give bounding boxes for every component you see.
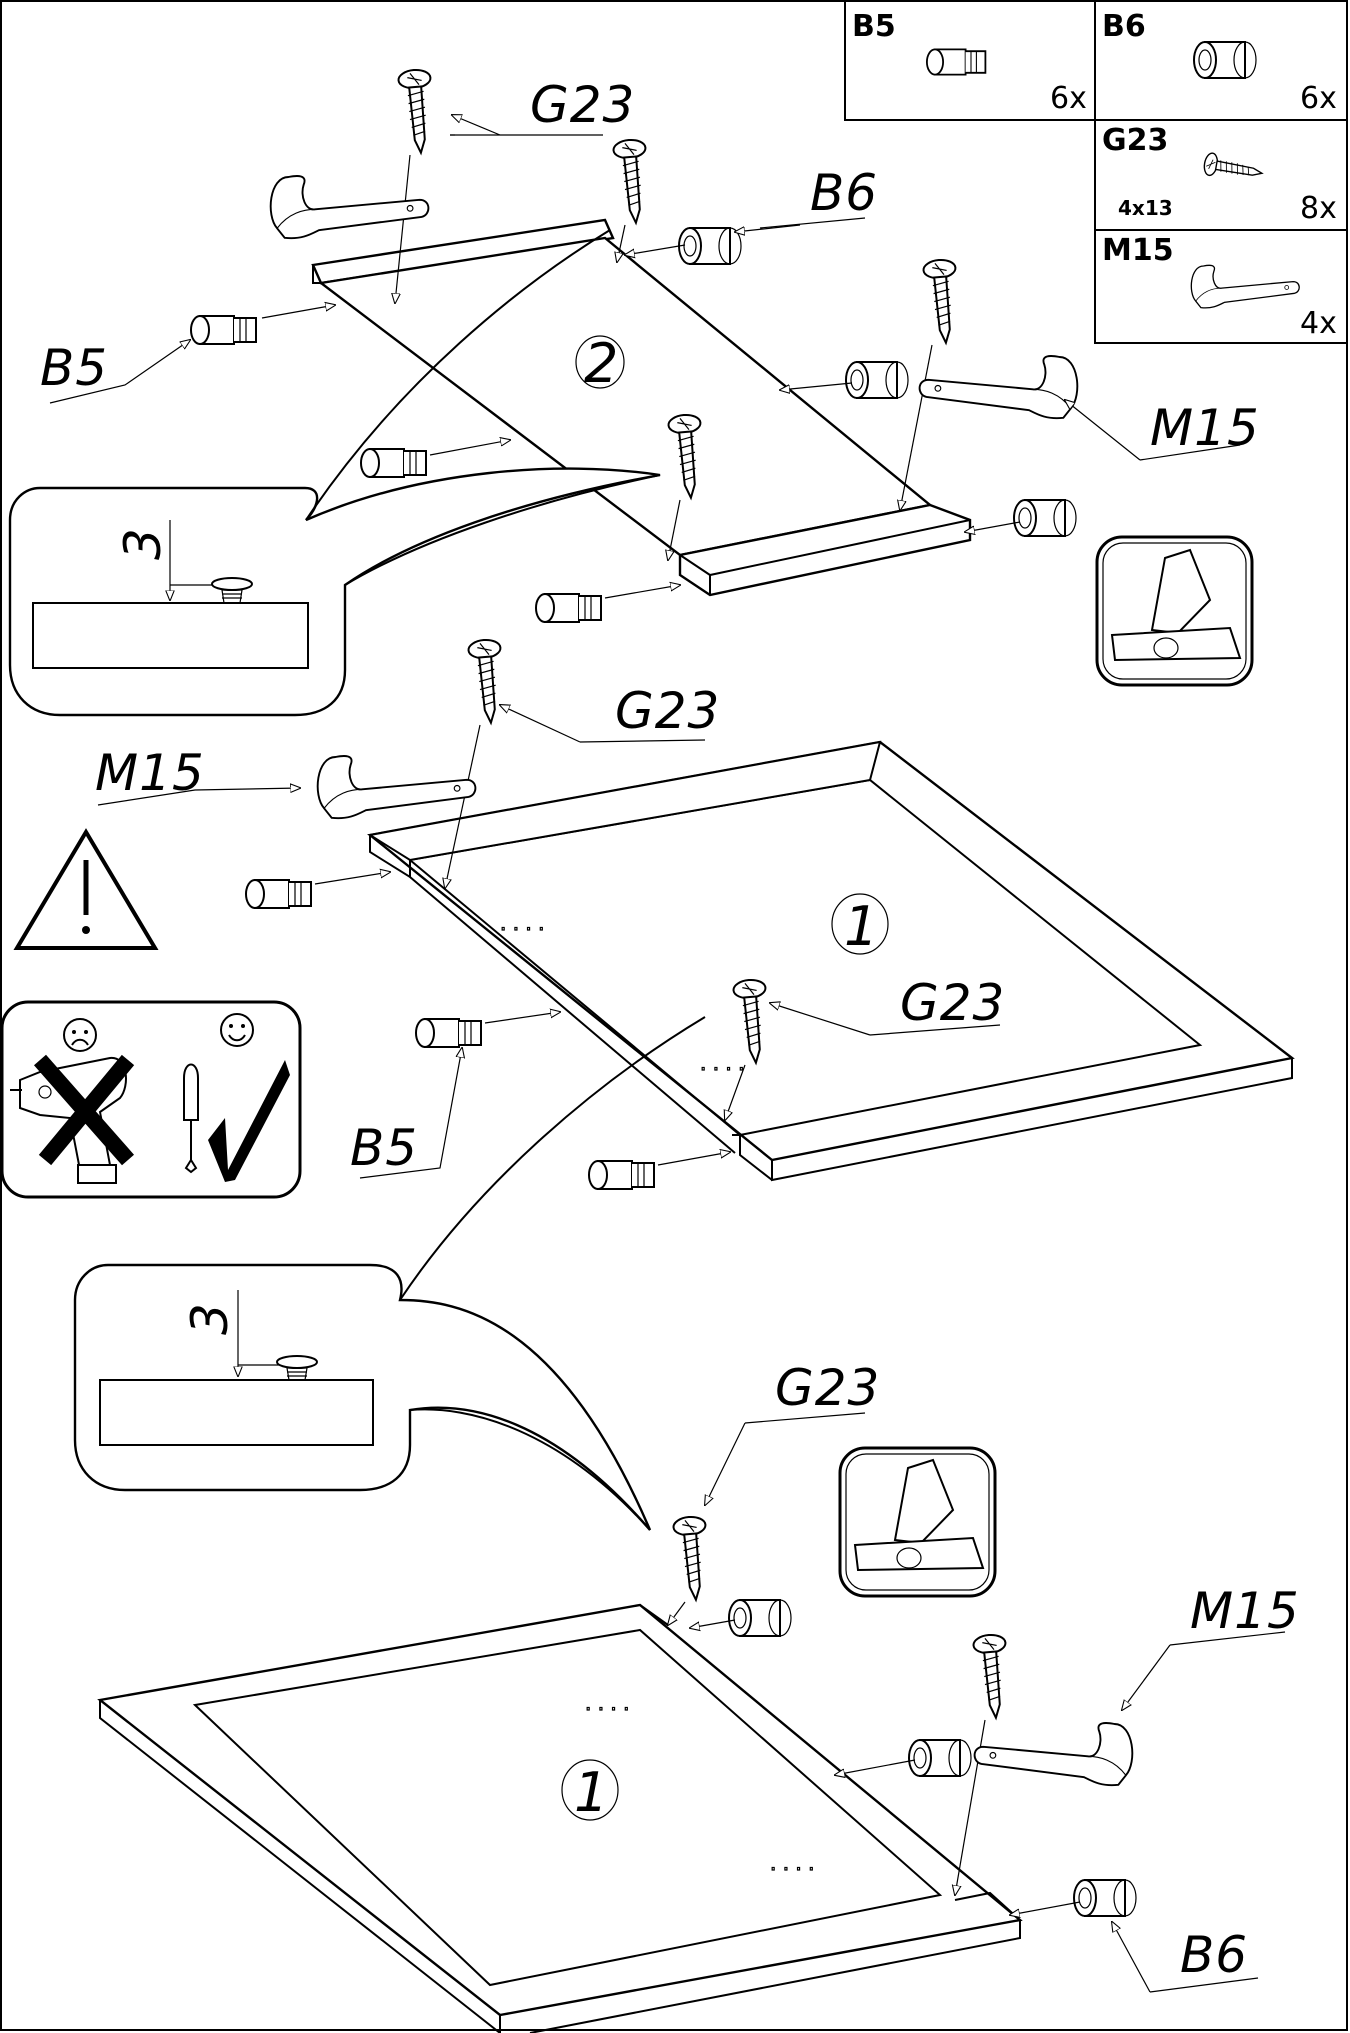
callout-b5-mid: B5: [350, 1119, 418, 1177]
screw-icon: [611, 137, 653, 226]
bracket-m15-icon: [973, 1722, 1134, 1787]
dowel-b5-icon: [926, 48, 987, 76]
bracket-m15-icon: [269, 175, 430, 240]
sleeve-b6-icon: [728, 1599, 792, 1637]
callout-b6-bottom: B6: [1180, 1926, 1248, 1984]
screw-g23-icon: [1202, 151, 1265, 185]
part-cell-b6: B6 6x: [1102, 9, 1337, 116]
sleeve-b6-icon: [1193, 41, 1257, 79]
callout-g23-top: G23: [530, 76, 635, 134]
sleeve-b6-icon: [1013, 499, 1077, 537]
screw-icon: [971, 1632, 1013, 1721]
part-qty-m15: 4x: [1300, 306, 1337, 341]
svg-text:. . . .: . . . .: [585, 1691, 630, 1715]
frame-1-bottom: [97, 1603, 1023, 2017]
svg-text:. . . .: . . . .: [500, 911, 545, 935]
sleeve-b6-icon: [908, 1739, 972, 1777]
dowel-b5-icon: [360, 448, 427, 478]
sad-face-icon: [63, 1018, 97, 1052]
svg-text:. . . .: . . . .: [770, 1851, 815, 1875]
part-cell-g23: G23 4x13 8x: [1102, 123, 1337, 226]
bracket-m15-icon: [316, 755, 477, 820]
panel-number-top: 2: [584, 332, 618, 395]
bottom-assembly: 1 . . . . . . . . G23 M15 B6: [73, 1016, 1300, 2033]
part-cell-m15: M15 4x: [1102, 233, 1337, 341]
callout-m15-top: M15: [1150, 399, 1260, 457]
dowel-b5-icon: [245, 879, 312, 909]
screw-icon: [396, 67, 438, 156]
dowel-b5-icon: [415, 1018, 482, 1048]
depth-detail-top: 3: [8, 229, 661, 717]
callout-b6-top: B6: [810, 164, 878, 222]
bracket-m15-icon: [1190, 264, 1300, 309]
part-code-b6: B6: [1102, 9, 1146, 44]
parts-table: B5 6x B6 6x G23 4x13 8x M15 4x: [844, 1, 1346, 344]
happy-face-icon: [220, 1013, 254, 1047]
callout-m15-bottom: M15: [1190, 1582, 1300, 1640]
no-power-drill-icon: [10, 1054, 135, 1184]
screw-icon: [921, 257, 963, 346]
middle-assembly: 1 . . . . . . . . G23 M15 G23 B5: [0, 637, 1295, 1199]
hammer-icon: [1095, 535, 1254, 687]
panel-number-middle: 1: [844, 895, 878, 958]
hammer-icon: [838, 1446, 997, 1598]
callout-m15-mid: M15: [95, 744, 205, 802]
part-qty-b5: 6x: [1050, 81, 1087, 116]
part-code-b5: B5: [852, 9, 896, 44]
frame-1-middle: [367, 740, 1295, 1162]
part-qty-b6: 6x: [1300, 81, 1337, 116]
screw-icon: [671, 1514, 713, 1603]
panel-number-bottom: 1: [574, 1761, 608, 1824]
dowel-b5-icon: [535, 593, 602, 623]
callout-g23-mid-bottom: G23: [900, 974, 1005, 1032]
part-code-m15: M15: [1102, 233, 1174, 268]
part-cell-b5: B5 6x: [852, 9, 1087, 116]
screw-icon: [466, 637, 508, 726]
detail-depth-bottom: 3: [181, 1302, 239, 1335]
depth-detail-bottom: 3: [73, 1016, 706, 1531]
bracket-m15-icon: [918, 355, 1079, 420]
top-assembly: 2 G23 B6 B5: [8, 67, 1260, 717]
sleeve-b6-icon: [678, 227, 742, 265]
part-size-g23: 4x13: [1118, 196, 1173, 220]
dowel-b5-icon: [588, 1160, 655, 1190]
callout-g23-mid-top: G23: [615, 682, 720, 740]
detail-depth-top: 3: [114, 527, 172, 560]
part-qty-g23: 8x: [1300, 191, 1337, 226]
callout-b5-top: B5: [40, 339, 108, 397]
warning-icon: [13, 828, 159, 950]
svg-text:. . . .: . . . .: [700, 1051, 745, 1075]
sleeve-b6-icon: [1073, 1879, 1137, 1917]
part-code-g23: G23: [1102, 123, 1168, 158]
screwdriver-ok-icon: [183, 1060, 290, 1182]
tool-advisory: [0, 1000, 302, 1199]
dowel-b5-icon: [190, 315, 257, 345]
sleeve-b6-icon: [845, 361, 909, 399]
callout-g23-bottom: G23: [775, 1359, 880, 1417]
